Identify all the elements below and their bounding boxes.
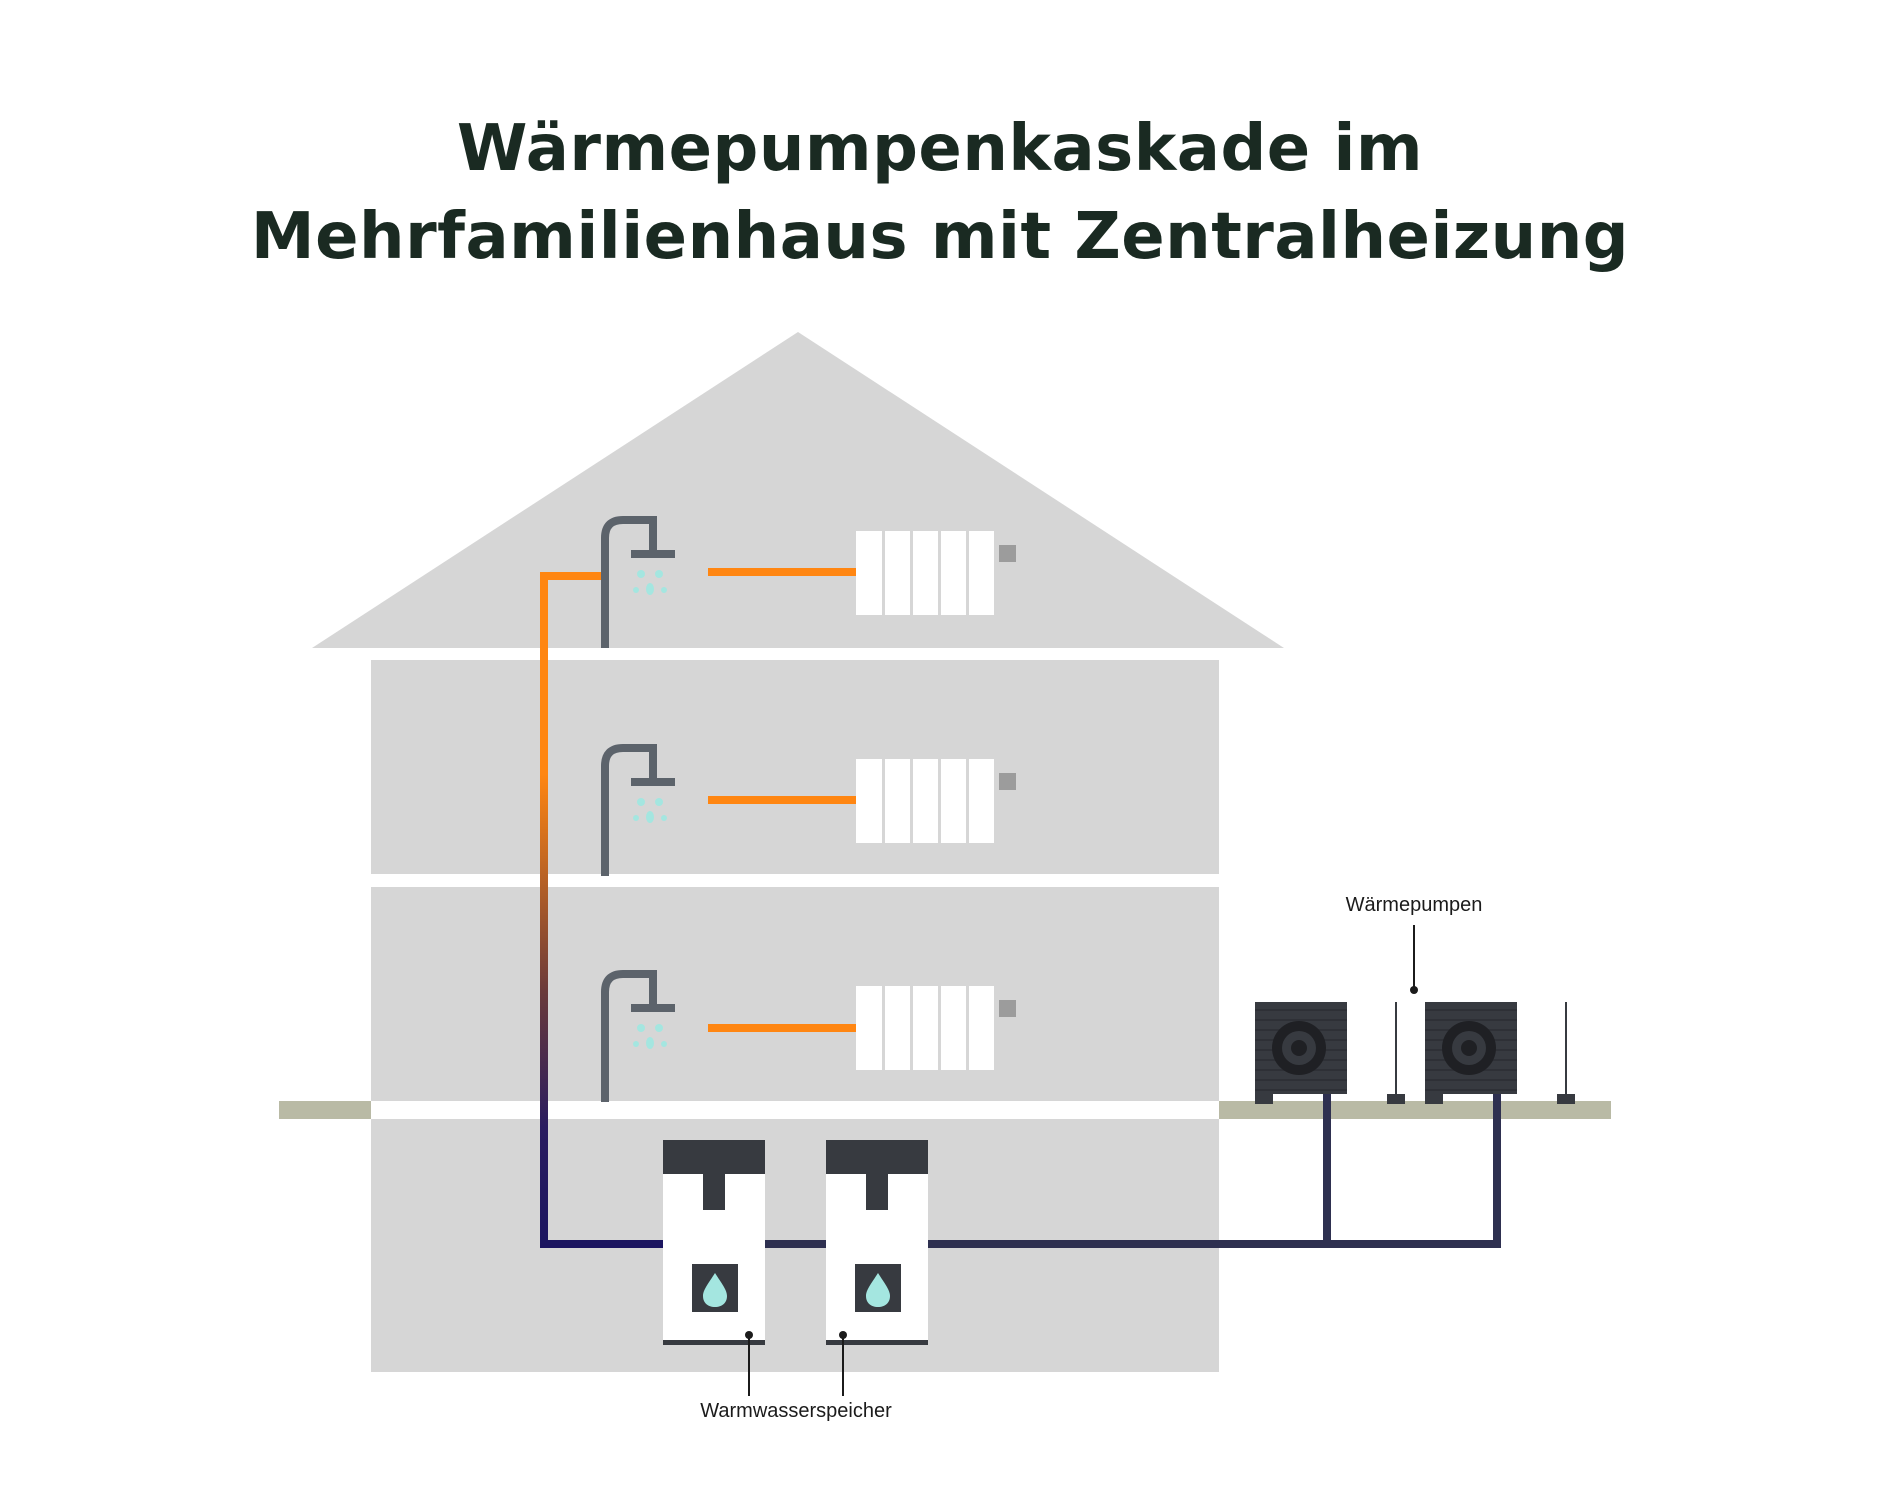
storage-tank-2 [826, 1140, 928, 1345]
heat-pumps-label: Wärmepumpen [1346, 894, 1483, 916]
ground-left [279, 1101, 371, 1119]
storage-pointer-dot-1 [745, 1331, 753, 1339]
radiator-icon [856, 759, 1016, 843]
heat-pump-2 [1424, 1001, 1576, 1105]
heat-pump-1 [1254, 1001, 1406, 1105]
radiator-icon [856, 531, 1016, 615]
storage-tank-1 [663, 1140, 765, 1345]
house-floor-2 [371, 660, 1219, 874]
radiator-icon [856, 986, 1016, 1070]
heat-pumps-pointer-dot [1410, 986, 1418, 994]
house-floor-1 [371, 887, 1219, 1101]
storage-pointer-dot-2 [839, 1331, 847, 1339]
storage-label: Warmwasserspeicher [700, 1400, 892, 1422]
page-title: Wärmepumpenkaskade im Mehrfamilienhaus m… [0, 105, 1880, 281]
return-pipe [760, 1094, 1501, 1248]
ground-right [1219, 1101, 1611, 1119]
house-roof [312, 332, 1284, 648]
title-line-1: Wärmepumpenkaskade im [456, 112, 1424, 186]
title-line-2: Mehrfamilienhaus mit Zentralheizung [250, 200, 1630, 274]
riser-pipe [540, 576, 664, 1248]
